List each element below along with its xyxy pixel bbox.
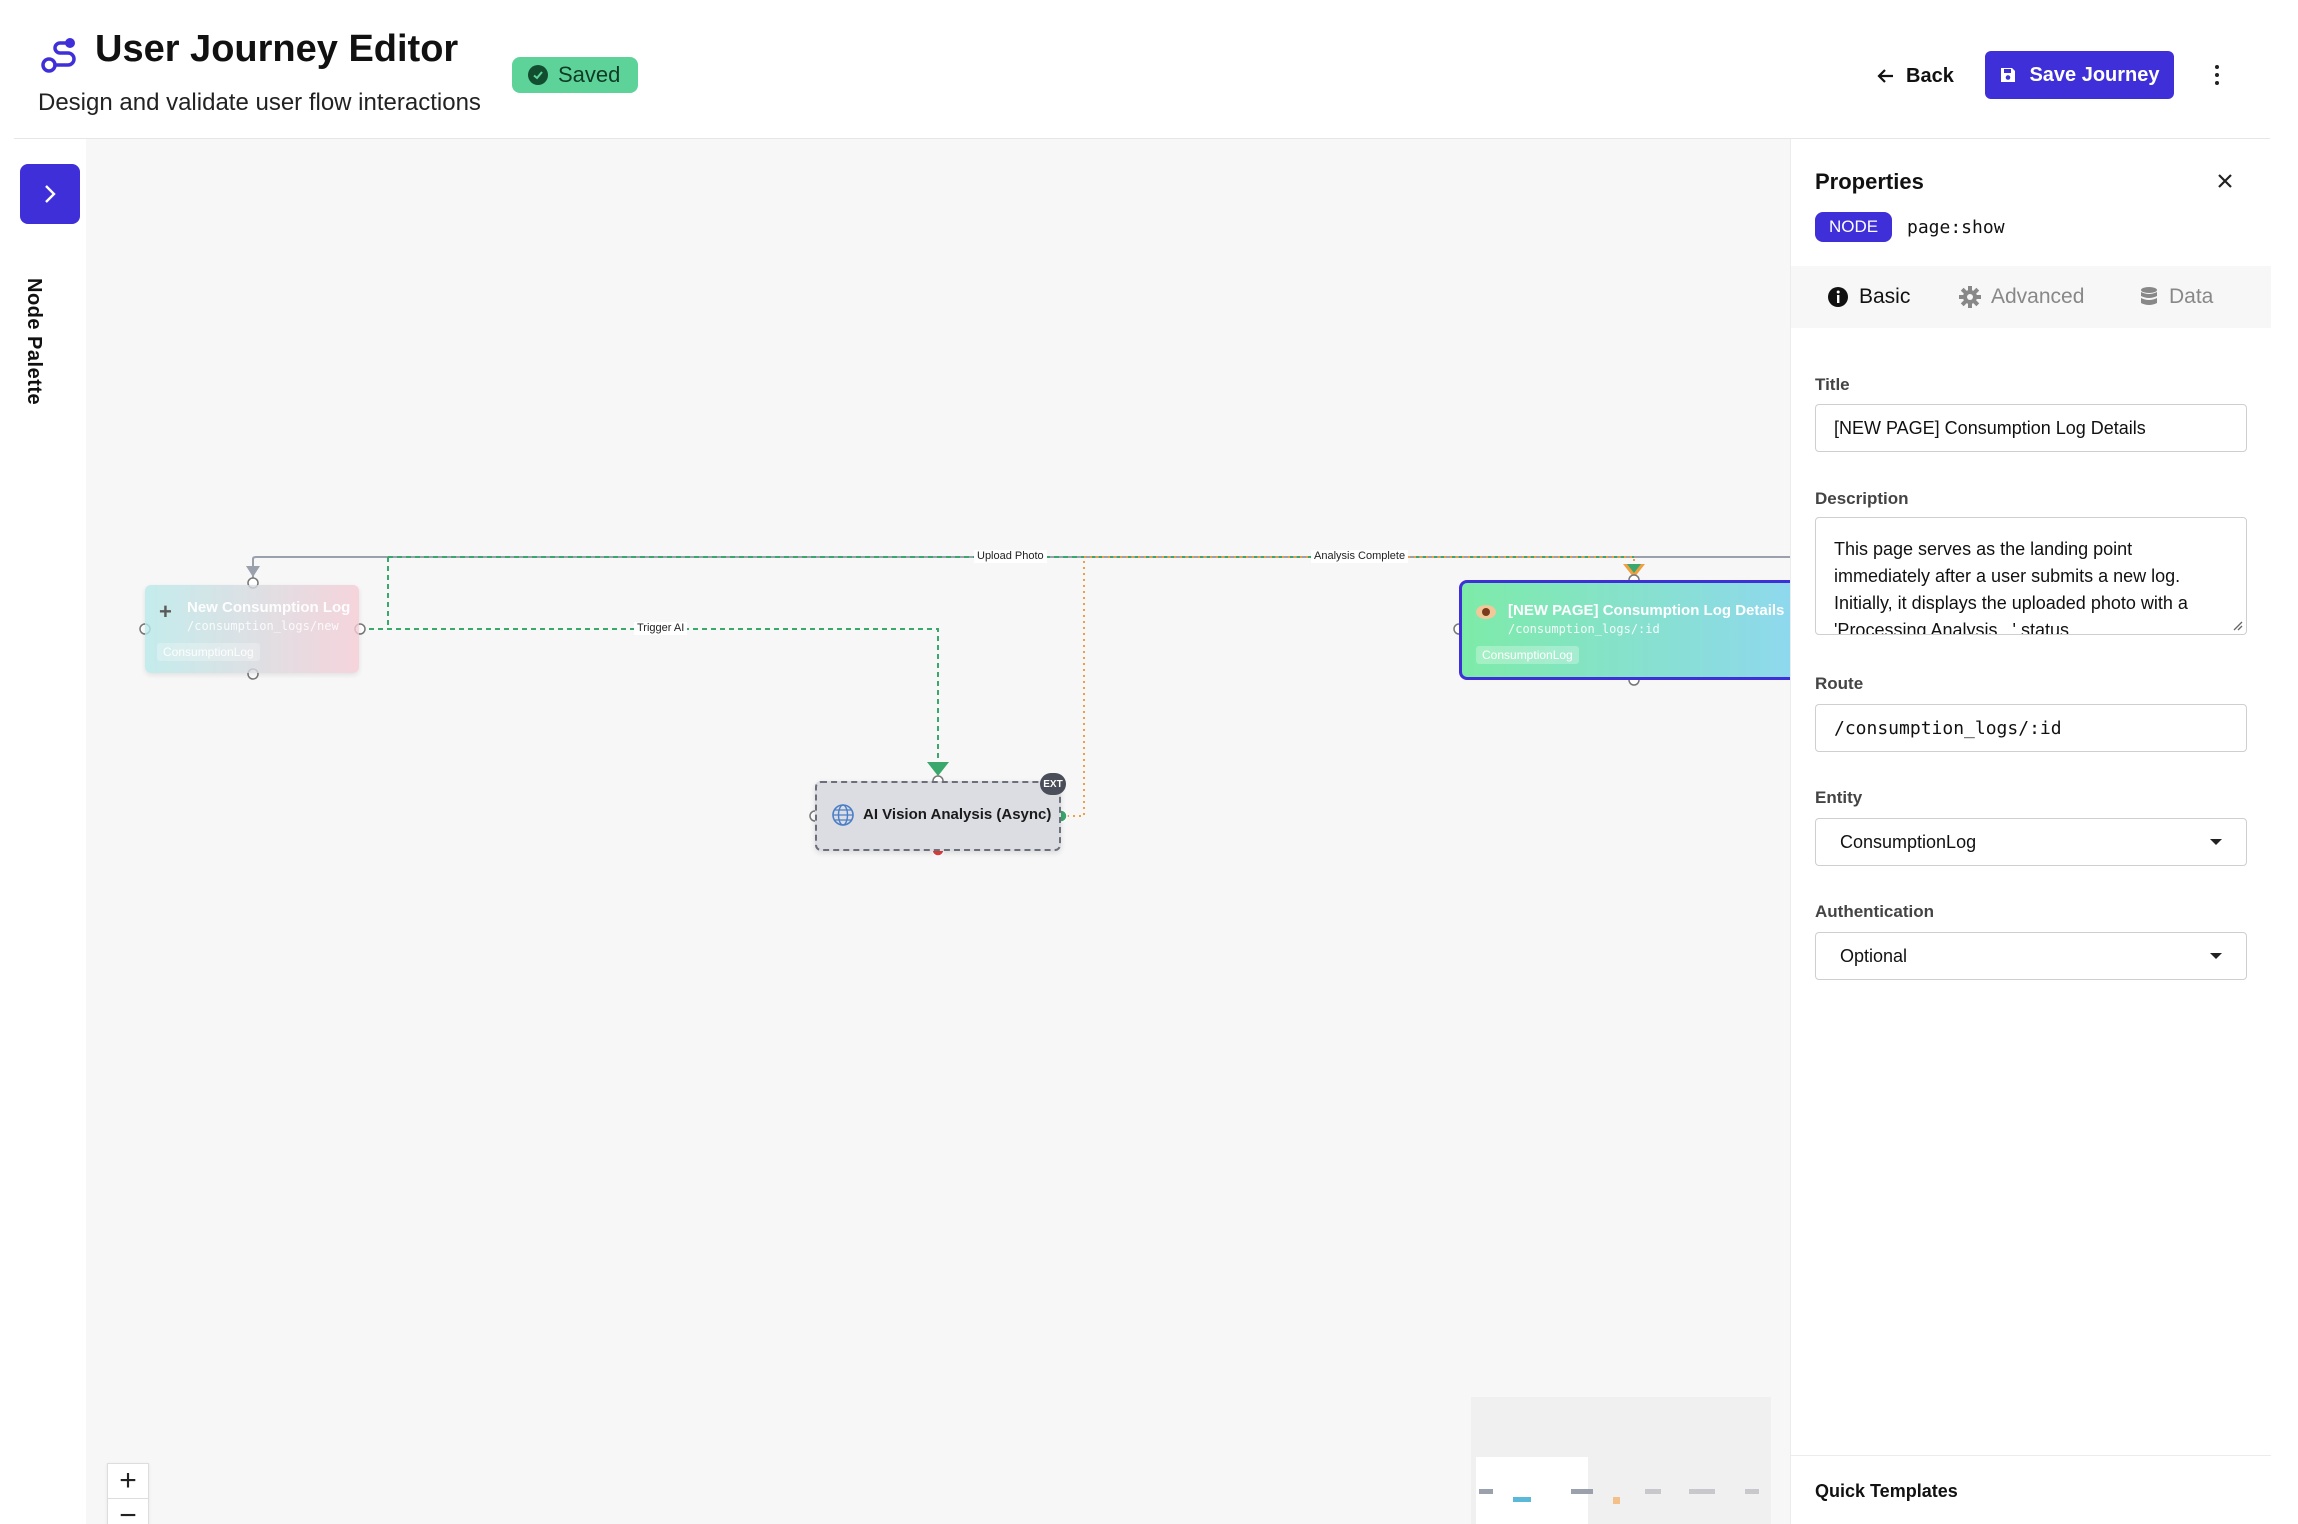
page-title: User Journey Editor xyxy=(95,28,459,70)
gear-icon xyxy=(1959,286,1981,308)
node-type-label: page:show xyxy=(1907,217,2005,238)
external-badge: EXT xyxy=(1040,773,1066,795)
edge-upload-photo xyxy=(252,556,1790,585)
chevron-down-icon xyxy=(2210,839,2222,845)
palette-expand-button[interactable] xyxy=(20,164,80,224)
flow-node-consumption-log-details[interactable]: [NEW PAGE] Consumption Log Details /cons… xyxy=(1459,580,1790,680)
edge-label-analysis-complete[interactable]: Analysis Complete xyxy=(1311,550,1409,563)
edge-label-upload-photo[interactable]: Upload Photo xyxy=(974,550,1047,563)
tab-advanced[interactable]: Advanced xyxy=(1959,266,2084,328)
entity-select[interactable]: ConsumptionLog xyxy=(1815,818,2247,866)
node-route: /consumption_logs/:id xyxy=(1508,622,1660,636)
info-icon xyxy=(1828,287,1848,307)
close-icon[interactable] xyxy=(2211,167,2239,195)
status-badge-label: Saved xyxy=(558,62,621,87)
save-journey-label: Save Journey xyxy=(2029,63,2160,86)
arrow-left-icon xyxy=(1877,69,1893,83)
tab-advanced-label: Advanced xyxy=(1991,285,2085,308)
journey-route-icon xyxy=(41,38,76,73)
entity-select-value: ConsumptionLog xyxy=(1840,831,1977,852)
tab-basic-label: Basic xyxy=(1859,285,1911,308)
properties-title: Properties xyxy=(1815,169,1924,194)
authentication-select[interactable]: Optional xyxy=(1815,932,2247,980)
node-kind-badge: NODE xyxy=(1815,212,1893,242)
authentication-field-label: Authentication xyxy=(1815,902,1934,921)
node-route: /consumption_logs/new xyxy=(187,619,339,633)
node-title: [NEW PAGE] Consumption Log Details xyxy=(1508,602,1785,619)
description-field-label: Description xyxy=(1815,489,1909,508)
chevron-down-icon xyxy=(2210,953,2222,959)
edge-trigger-ai xyxy=(360,628,939,763)
back-button-label: Back xyxy=(1906,64,1954,87)
arrowhead-new-node xyxy=(246,566,260,577)
back-button[interactable]: Back xyxy=(1876,58,1954,94)
resize-handle-icon[interactable] xyxy=(2231,619,2243,631)
node-title: New Consumption Log xyxy=(187,599,351,616)
flow-node-new-consumption-log[interactable]: + New Consumption Log /consumption_logs/… xyxy=(145,585,359,673)
globe-icon xyxy=(832,804,854,826)
zoom-out-button[interactable]: − xyxy=(108,1498,148,1524)
properties-panel: Properties NODE page:show Basic Advanced… xyxy=(1790,139,2271,1524)
node-palette-rail xyxy=(14,139,86,1524)
check-icon xyxy=(528,65,548,85)
node-palette-label: Node Palette xyxy=(23,278,45,406)
quick-templates-divider xyxy=(1791,1455,2271,1456)
flow-canvas[interactable]: Upload Photo Analysis Complete Trigger A… xyxy=(86,139,1790,1524)
entity-field-label: Entity xyxy=(1815,788,1863,807)
chevron-right-icon xyxy=(45,185,56,203)
flow-node-ai-vision-analysis[interactable]: AI Vision Analysis (Async) xyxy=(815,781,1061,851)
title-field[interactable]: [NEW PAGE] Consumption Log Details xyxy=(1815,404,2247,452)
description-field[interactable]: This page serves as the landing point im… xyxy=(1815,517,2247,635)
tab-data-label: Data xyxy=(2169,285,2214,308)
edge-analysis-complete-orange xyxy=(1061,556,1635,817)
route-field[interactable]: /consumption_logs/:id xyxy=(1815,704,2247,752)
route-field-label: Route xyxy=(1815,674,1864,693)
description-text: This page serves as the landing point im… xyxy=(1834,539,2188,635)
edge-label-trigger-ai[interactable]: Trigger AI xyxy=(634,622,688,635)
quick-templates-heading: Quick Templates xyxy=(1815,1481,1958,1501)
zoom-in-button[interactable]: + xyxy=(119,1464,137,1497)
properties-tabs: Basic Advanced Data xyxy=(1791,266,2271,328)
arrowhead-ai-node xyxy=(927,762,949,776)
database-icon xyxy=(2141,287,2157,305)
status-badge: Saved xyxy=(512,57,639,93)
minimap[interactable] xyxy=(1471,1397,1771,1524)
header-divider xyxy=(14,138,2270,139)
node-title: AI Vision Analysis (Async) xyxy=(863,806,1052,823)
tab-basic[interactable]: Basic xyxy=(1827,266,1910,328)
minimap-preview xyxy=(1476,1457,1759,1524)
more-options-icon[interactable] xyxy=(2205,60,2229,90)
page-subtitle: Design and validate user flow interactio… xyxy=(38,89,481,116)
node-entity-chip: ConsumptionLog xyxy=(157,643,260,661)
zoom-controls: + − xyxy=(107,1463,149,1524)
plus-icon: + xyxy=(159,599,172,624)
authentication-select-value: Optional xyxy=(1840,945,1908,966)
tab-data[interactable]: Data xyxy=(2139,266,2213,328)
node-entity-chip: ConsumptionLog xyxy=(1476,646,1579,664)
eye-icon xyxy=(1476,605,1496,619)
app-header: User Journey Editor Design and validate … xyxy=(0,0,2298,138)
save-journey-button[interactable]: Save Journey xyxy=(1985,51,2174,99)
title-field-label: Title xyxy=(1815,375,1850,394)
floppy-disk-icon xyxy=(2001,68,2016,82)
